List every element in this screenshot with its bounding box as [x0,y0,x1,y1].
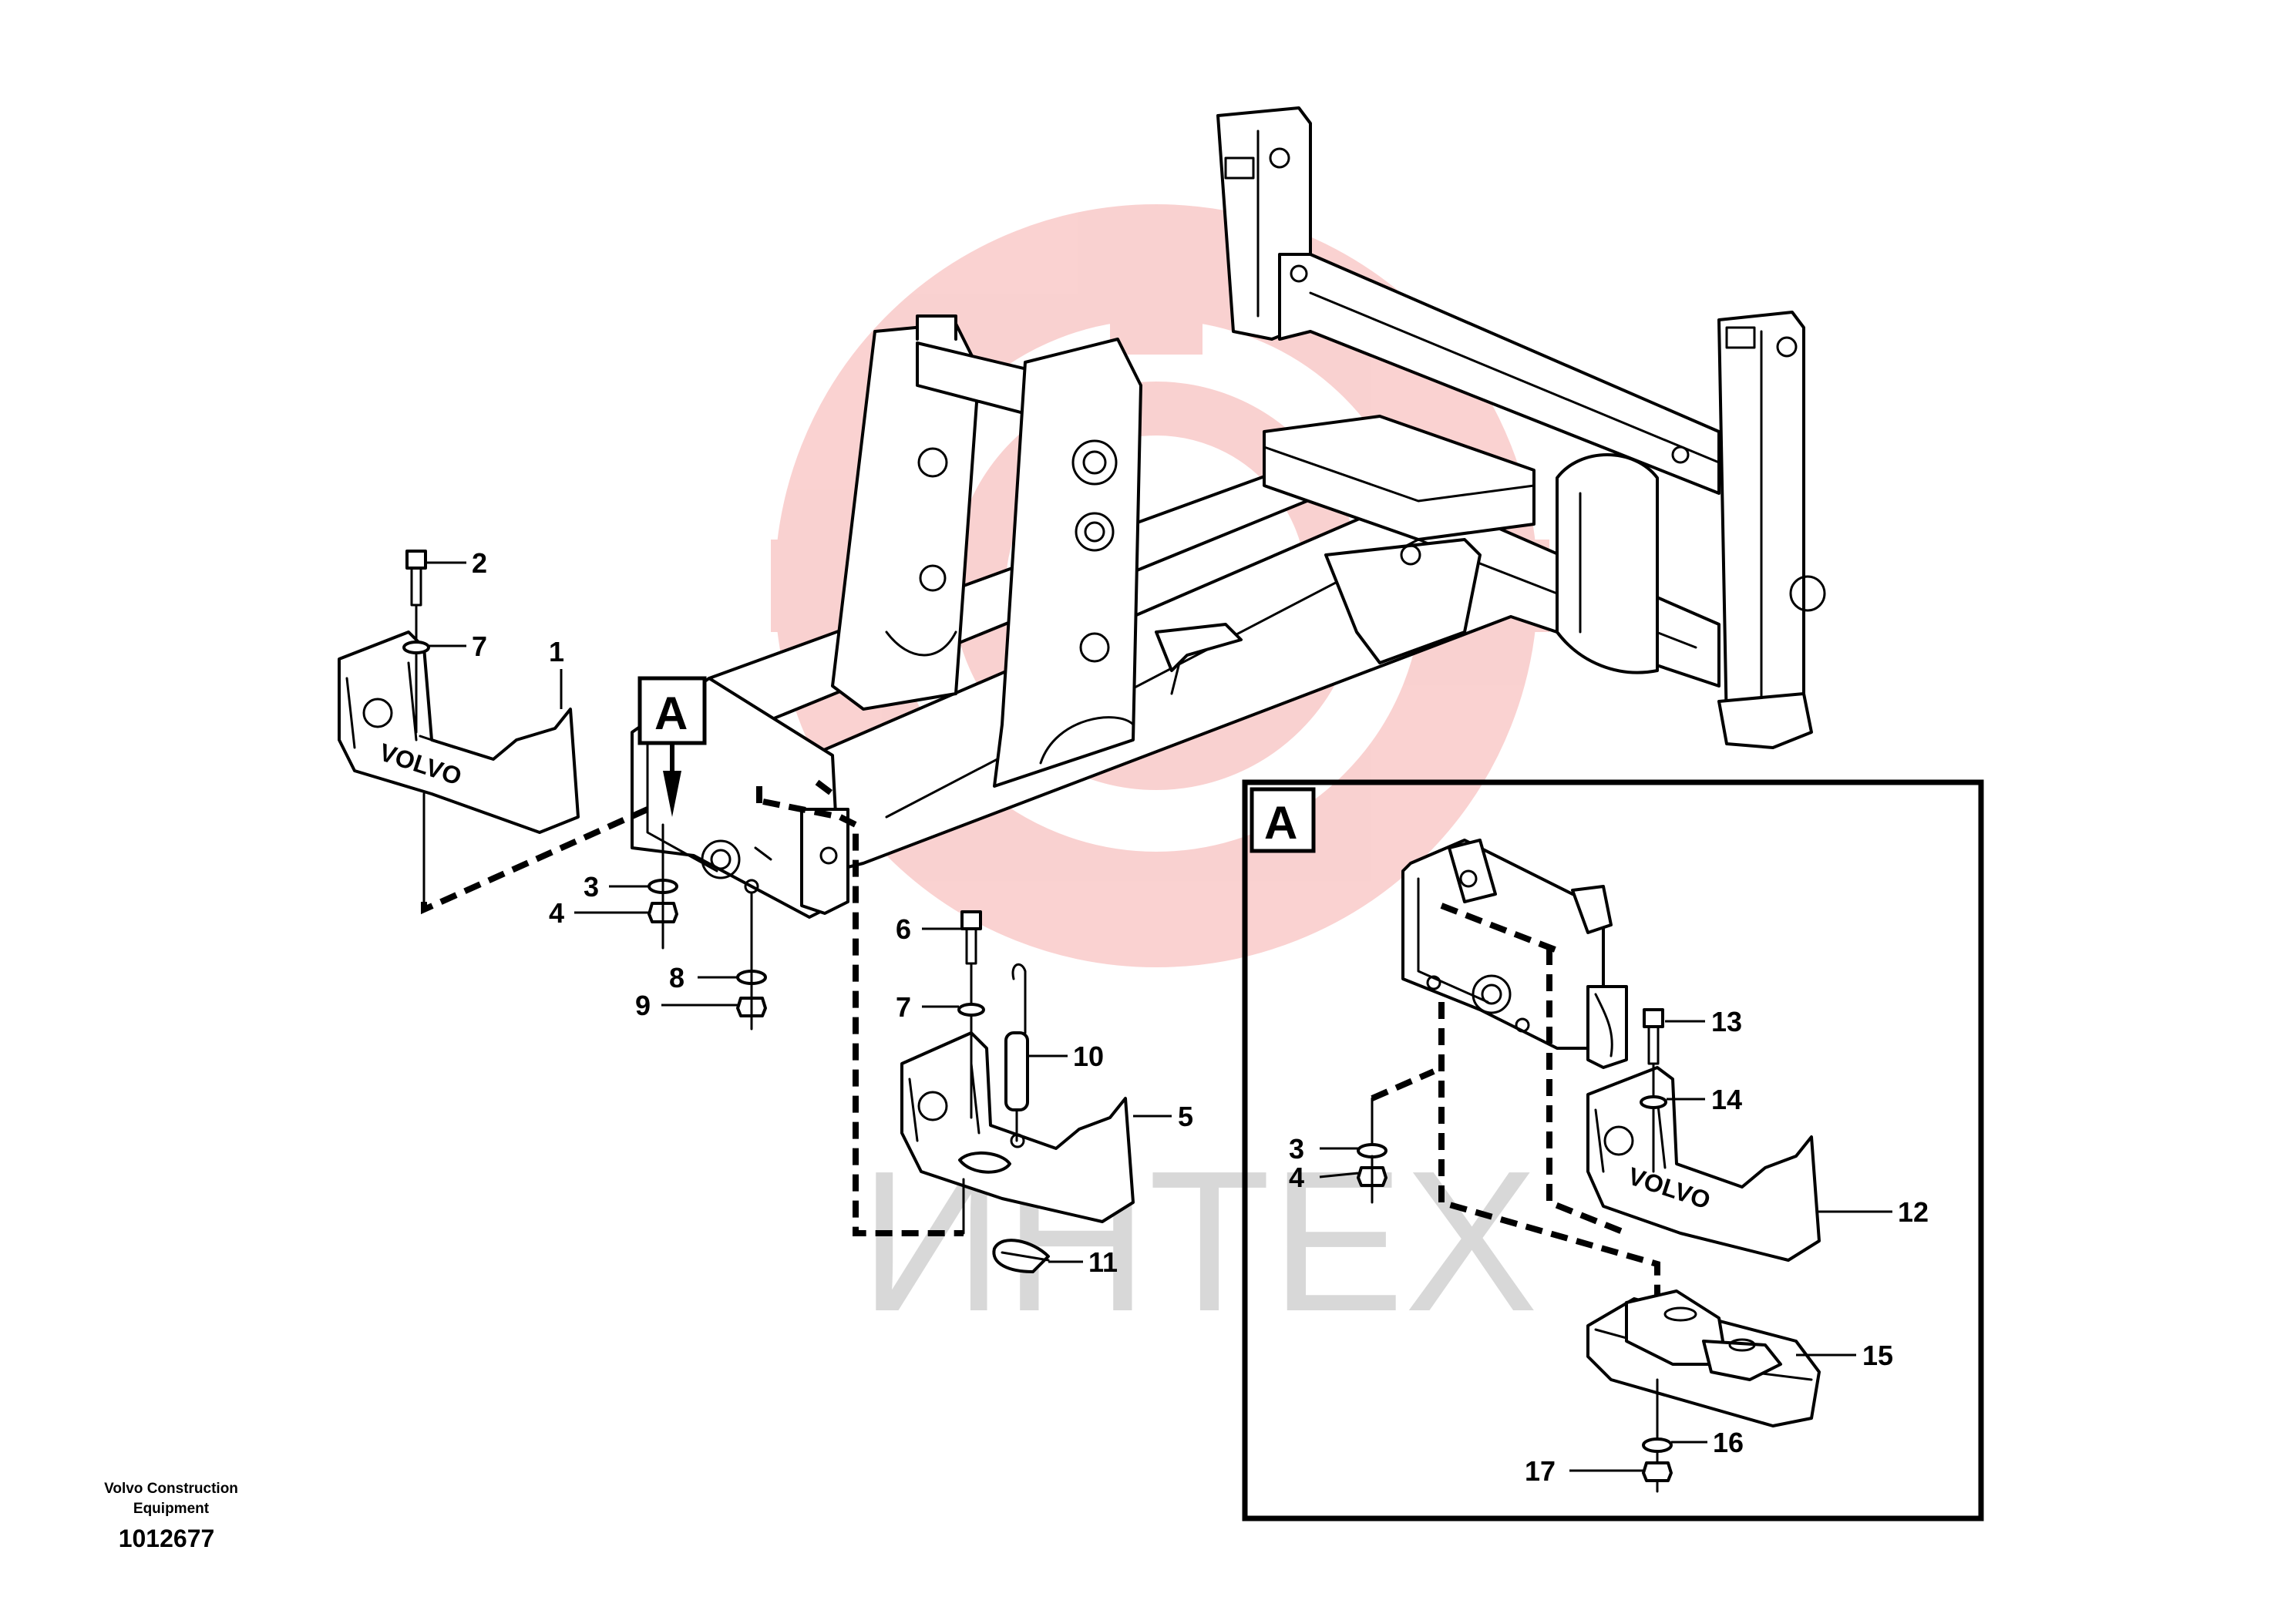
assembly-dashed-lines [421,779,965,1236]
callout-5: 5 [1178,1101,1193,1132]
callout-4-detail: 4 [1289,1162,1304,1193]
callout-13: 13 [1711,1006,1742,1037]
detail-box-a-label: A [1264,797,1297,849]
part-5-cover [900,1031,1135,1223]
callout-7-center: 7 [896,991,911,1023]
callout-labels: 1 2 7 3 4 8 9 6 7 10 5 11 13 [426,547,1929,1487]
part-9-nut [736,893,767,1031]
part-10-spring [1004,963,1029,1142]
callout-3-left: 3 [584,871,599,903]
callout-4-left: 4 [549,897,564,929]
callout-14: 14 [1711,1084,1742,1115]
part-2-bolt [405,550,427,734]
callout-10: 10 [1073,1041,1104,1072]
callout-12: 12 [1898,1196,1929,1228]
callout-15: 15 [1862,1340,1893,1371]
callout-1: 1 [549,636,564,667]
callout-2: 2 [472,547,487,579]
part-6-bolt [960,910,982,1119]
figure-id: 1012677 [119,1525,215,1552]
footer: Volvo Construction Equipment 1012677 [104,1481,238,1552]
callout-6: 6 [896,913,911,945]
callout-17: 17 [1525,1455,1556,1487]
detail-view-a: A VOLVO [1242,779,1984,1521]
callout-8: 8 [669,962,684,994]
detail-marker-a: A [637,676,707,817]
footer-line1: Volvo Construction [104,1481,238,1497]
detail-marker-a-label: A [654,688,688,739]
callout-3-detail: 3 [1289,1133,1304,1165]
footer-line2: Equipment [133,1501,210,1517]
part-7-washer-center [957,1003,985,1017]
callout-11: 11 [1088,1246,1118,1278]
part-11-clip [992,1239,1050,1273]
callout-7-left: 7 [472,630,487,662]
part-7-washer-left [402,641,430,654]
part-4-nut-left [648,823,678,950]
callout-16: 16 [1713,1427,1744,1458]
part-1-cover: VOLVO [338,630,580,834]
callout-9: 9 [635,990,651,1021]
main-frame [631,106,1826,919]
